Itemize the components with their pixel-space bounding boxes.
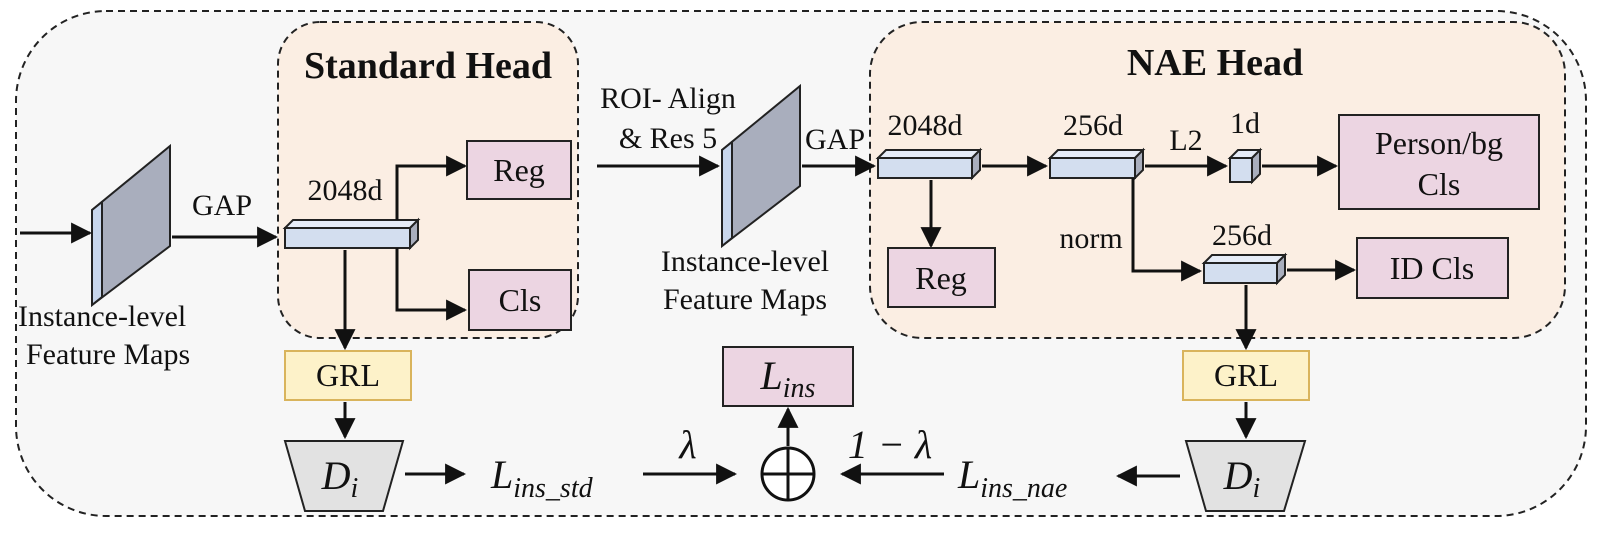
norm-arrow <box>1131 178 1203 282</box>
norm-label: norm <box>1059 222 1122 255</box>
nae-vector-1d-label: 1d <box>1230 107 1260 140</box>
std-to-cls-arrow <box>395 248 468 321</box>
nae-vector-256-normed-label: 256d <box>1212 219 1272 252</box>
nae-vector-2048-label: 2048d <box>888 109 963 142</box>
id-cls-box <box>1356 237 1509 299</box>
person-cls-box <box>1338 114 1540 210</box>
loss-total-box <box>722 346 854 407</box>
loss-ins-nae: Lins_nae <box>957 452 1067 504</box>
standard-head-vector <box>282 217 421 251</box>
roi-align-label-line2: & Res 5 <box>619 122 717 155</box>
person-cls-label-line2: Cls <box>1418 166 1461 202</box>
nae-vector-2048 <box>875 147 983 181</box>
disc-right <box>1184 440 1307 512</box>
std-reg-label: Reg <box>493 152 545 188</box>
loss-total-label: Lins <box>760 353 816 404</box>
left-feature-label-line2: Feature Maps <box>26 338 190 371</box>
disc-left <box>283 440 405 512</box>
nae-head-title: NAE Head <box>1127 42 1303 84</box>
left-feature-label-line1: Instance-level <box>18 300 186 333</box>
roi-align-label-line1: ROI- Align <box>600 82 736 115</box>
nae-vector-256-normed <box>1201 252 1288 286</box>
loss-ins-std: Lins_std <box>490 452 594 504</box>
std-cls-box <box>468 269 572 331</box>
grl-left-label: GRL <box>316 357 380 393</box>
sum-operator <box>760 446 816 502</box>
l2-label: L2 <box>1169 124 1202 157</box>
nae-reg-label: Reg <box>915 260 967 296</box>
id-cls-label: ID Cls <box>1390 250 1474 286</box>
grl-right-label: GRL <box>1214 357 1278 393</box>
left-gap-label: GAP <box>192 189 252 222</box>
one-minus-lambda-label: 1 − λ <box>848 422 932 467</box>
disc-right-label: Di <box>1223 453 1261 504</box>
grl-left-box <box>284 350 412 401</box>
standard-head-region <box>277 21 579 339</box>
nae-vector-256 <box>1047 147 1146 181</box>
nae-vector-1d <box>1227 147 1263 185</box>
nae-reg-box <box>887 247 996 308</box>
person-cls-label-line1: Person/bg <box>1375 125 1503 161</box>
nae-vector-256-label: 256d <box>1063 109 1123 142</box>
mid-gap-label: GAP <box>805 123 865 156</box>
mid-feature-map <box>721 83 801 249</box>
lambda-label: λ <box>678 422 696 467</box>
standard-head-vector-label: 2048d <box>308 174 383 207</box>
grl-right-box <box>1182 350 1310 401</box>
disc-left-label: Di <box>321 453 359 504</box>
standard-head-title: Standard Head <box>304 45 552 87</box>
mid-feature-label-line1: Instance-level <box>661 245 829 278</box>
std-cls-label: Cls <box>499 282 542 318</box>
mid-feature-label-line2: Feature Maps <box>663 283 827 316</box>
std-reg-box <box>466 140 572 200</box>
left-feature-map <box>91 143 171 308</box>
std-to-reg-arrow <box>395 155 468 220</box>
